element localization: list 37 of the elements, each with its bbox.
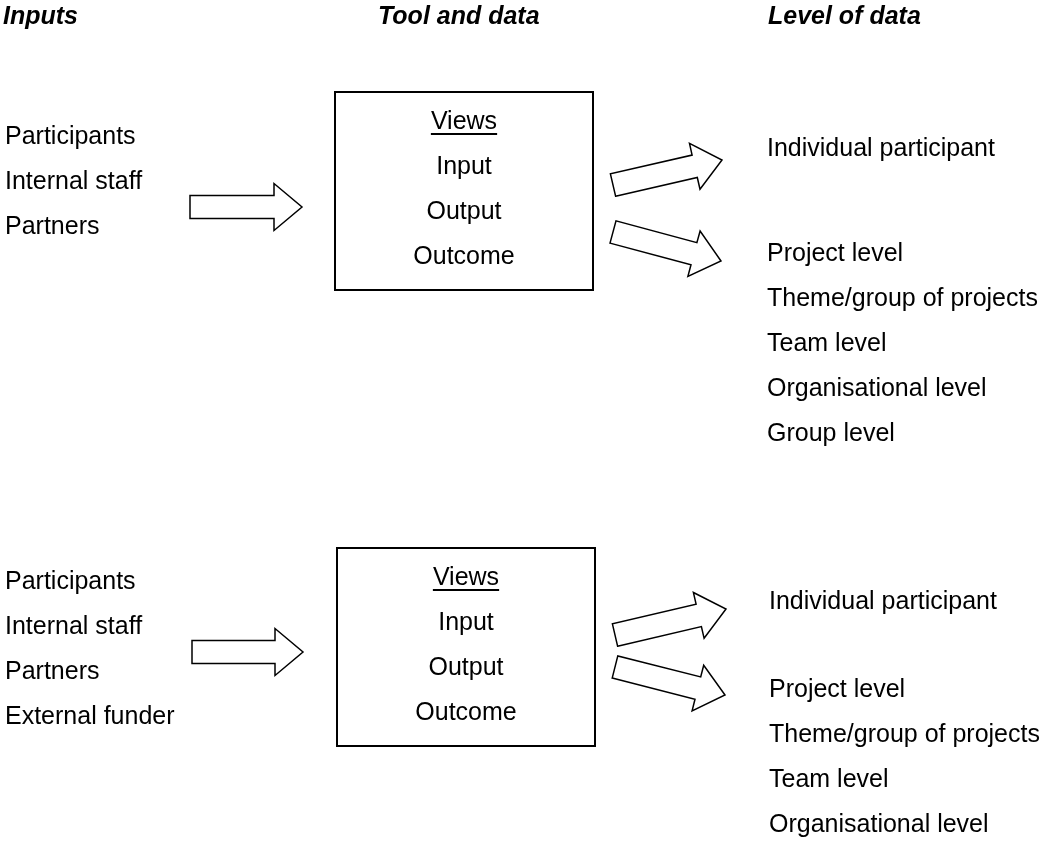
box-item-text: Output [426,194,502,225]
list-item-text: Organisational level [769,807,989,838]
process-box [334,91,594,291]
list-item-text: Partners [5,209,100,240]
list-item-text: Theme/group of projects [769,717,1040,748]
list-item-text: Partners [5,654,100,685]
column-heading: Tool and data [378,0,540,30]
list-item-text: Team level [767,326,887,357]
block-arrow [611,591,728,648]
box-heading: Views [432,560,500,591]
box-item-text: Outcome [413,239,515,270]
process-box [336,547,596,747]
block-arrow [189,181,304,233]
block-arrow [611,655,727,713]
column-heading: Inputs [3,0,78,30]
list-item-text: Participants [5,564,136,595]
block-arrow [609,142,724,198]
list-item-text: Internal staff [5,164,143,195]
list-item-text: Theme/group of projects [767,281,1038,312]
block-arrow [609,220,723,278]
box-heading: Views [430,104,498,135]
list-item-text: Individual participant [767,131,995,162]
list-item-text: Group level [767,416,895,447]
block-arrow [191,626,305,678]
list-item-text: Internal staff [5,609,143,640]
list-item-text: External funder [5,699,175,730]
box-item-text: Input [436,149,492,180]
list-item-text: Organisational level [767,371,987,402]
box-item-text: Input [438,605,494,636]
list-item-text: Individual participant [769,584,997,615]
list-item-text: Project level [767,236,904,267]
column-heading: Level of data [768,0,921,30]
box-item-text: Outcome [415,695,517,726]
list-item-text: Team level [769,762,889,793]
list-item-text: Project level [769,672,906,703]
list-item-text: Participants [5,119,136,150]
box-item-text: Output [428,650,504,681]
